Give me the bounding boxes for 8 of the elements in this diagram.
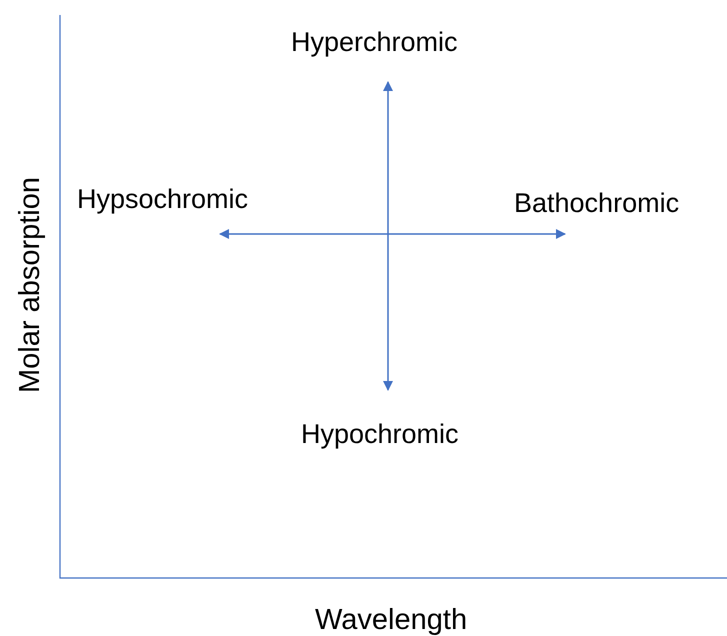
effect-label: Bathochromic [514,187,724,219]
axis-title: Wavelength [315,603,468,636]
double-arrow [219,229,566,239]
double-arrow [383,81,393,391]
effect-label: Hypochromic [301,390,501,450]
axis-title: Molar absorption [13,177,47,393]
effect-label: Hyperchromic [291,26,499,82]
effect-label: Hypsochromic [77,183,291,215]
